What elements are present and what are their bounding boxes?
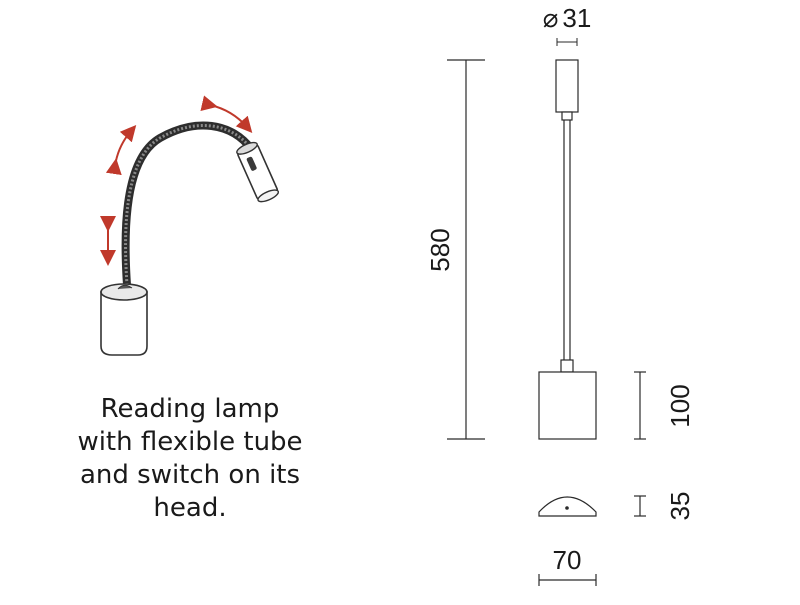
rotate-arrow-top-icon (200, 95, 253, 133)
lamp-head (236, 141, 280, 203)
flexible-tube (121, 121, 256, 289)
lamp-caption: Reading lamp with flexible tube and swit… (20, 393, 360, 525)
front-head (555, 59, 579, 113)
lamp-illustration (100, 95, 280, 356)
caption-line: head. (153, 493, 227, 523)
rotate-arrow-left-icon (105, 124, 137, 176)
switch-button (246, 156, 257, 171)
caption-line: and switch on its (79, 460, 301, 490)
base-width-label: 70 (553, 545, 582, 575)
front-base (538, 371, 597, 440)
base-height-label: 100 (665, 384, 695, 427)
lamp-base (100, 283, 148, 356)
caption-line: with flexible tube (77, 427, 303, 457)
front-view (447, 38, 646, 586)
height-total-label: 580 (425, 228, 455, 271)
base-depth-label: 35 (665, 492, 695, 521)
caption-line: Reading lamp (100, 394, 280, 424)
diameter-label: ⌀31 (543, 3, 592, 33)
